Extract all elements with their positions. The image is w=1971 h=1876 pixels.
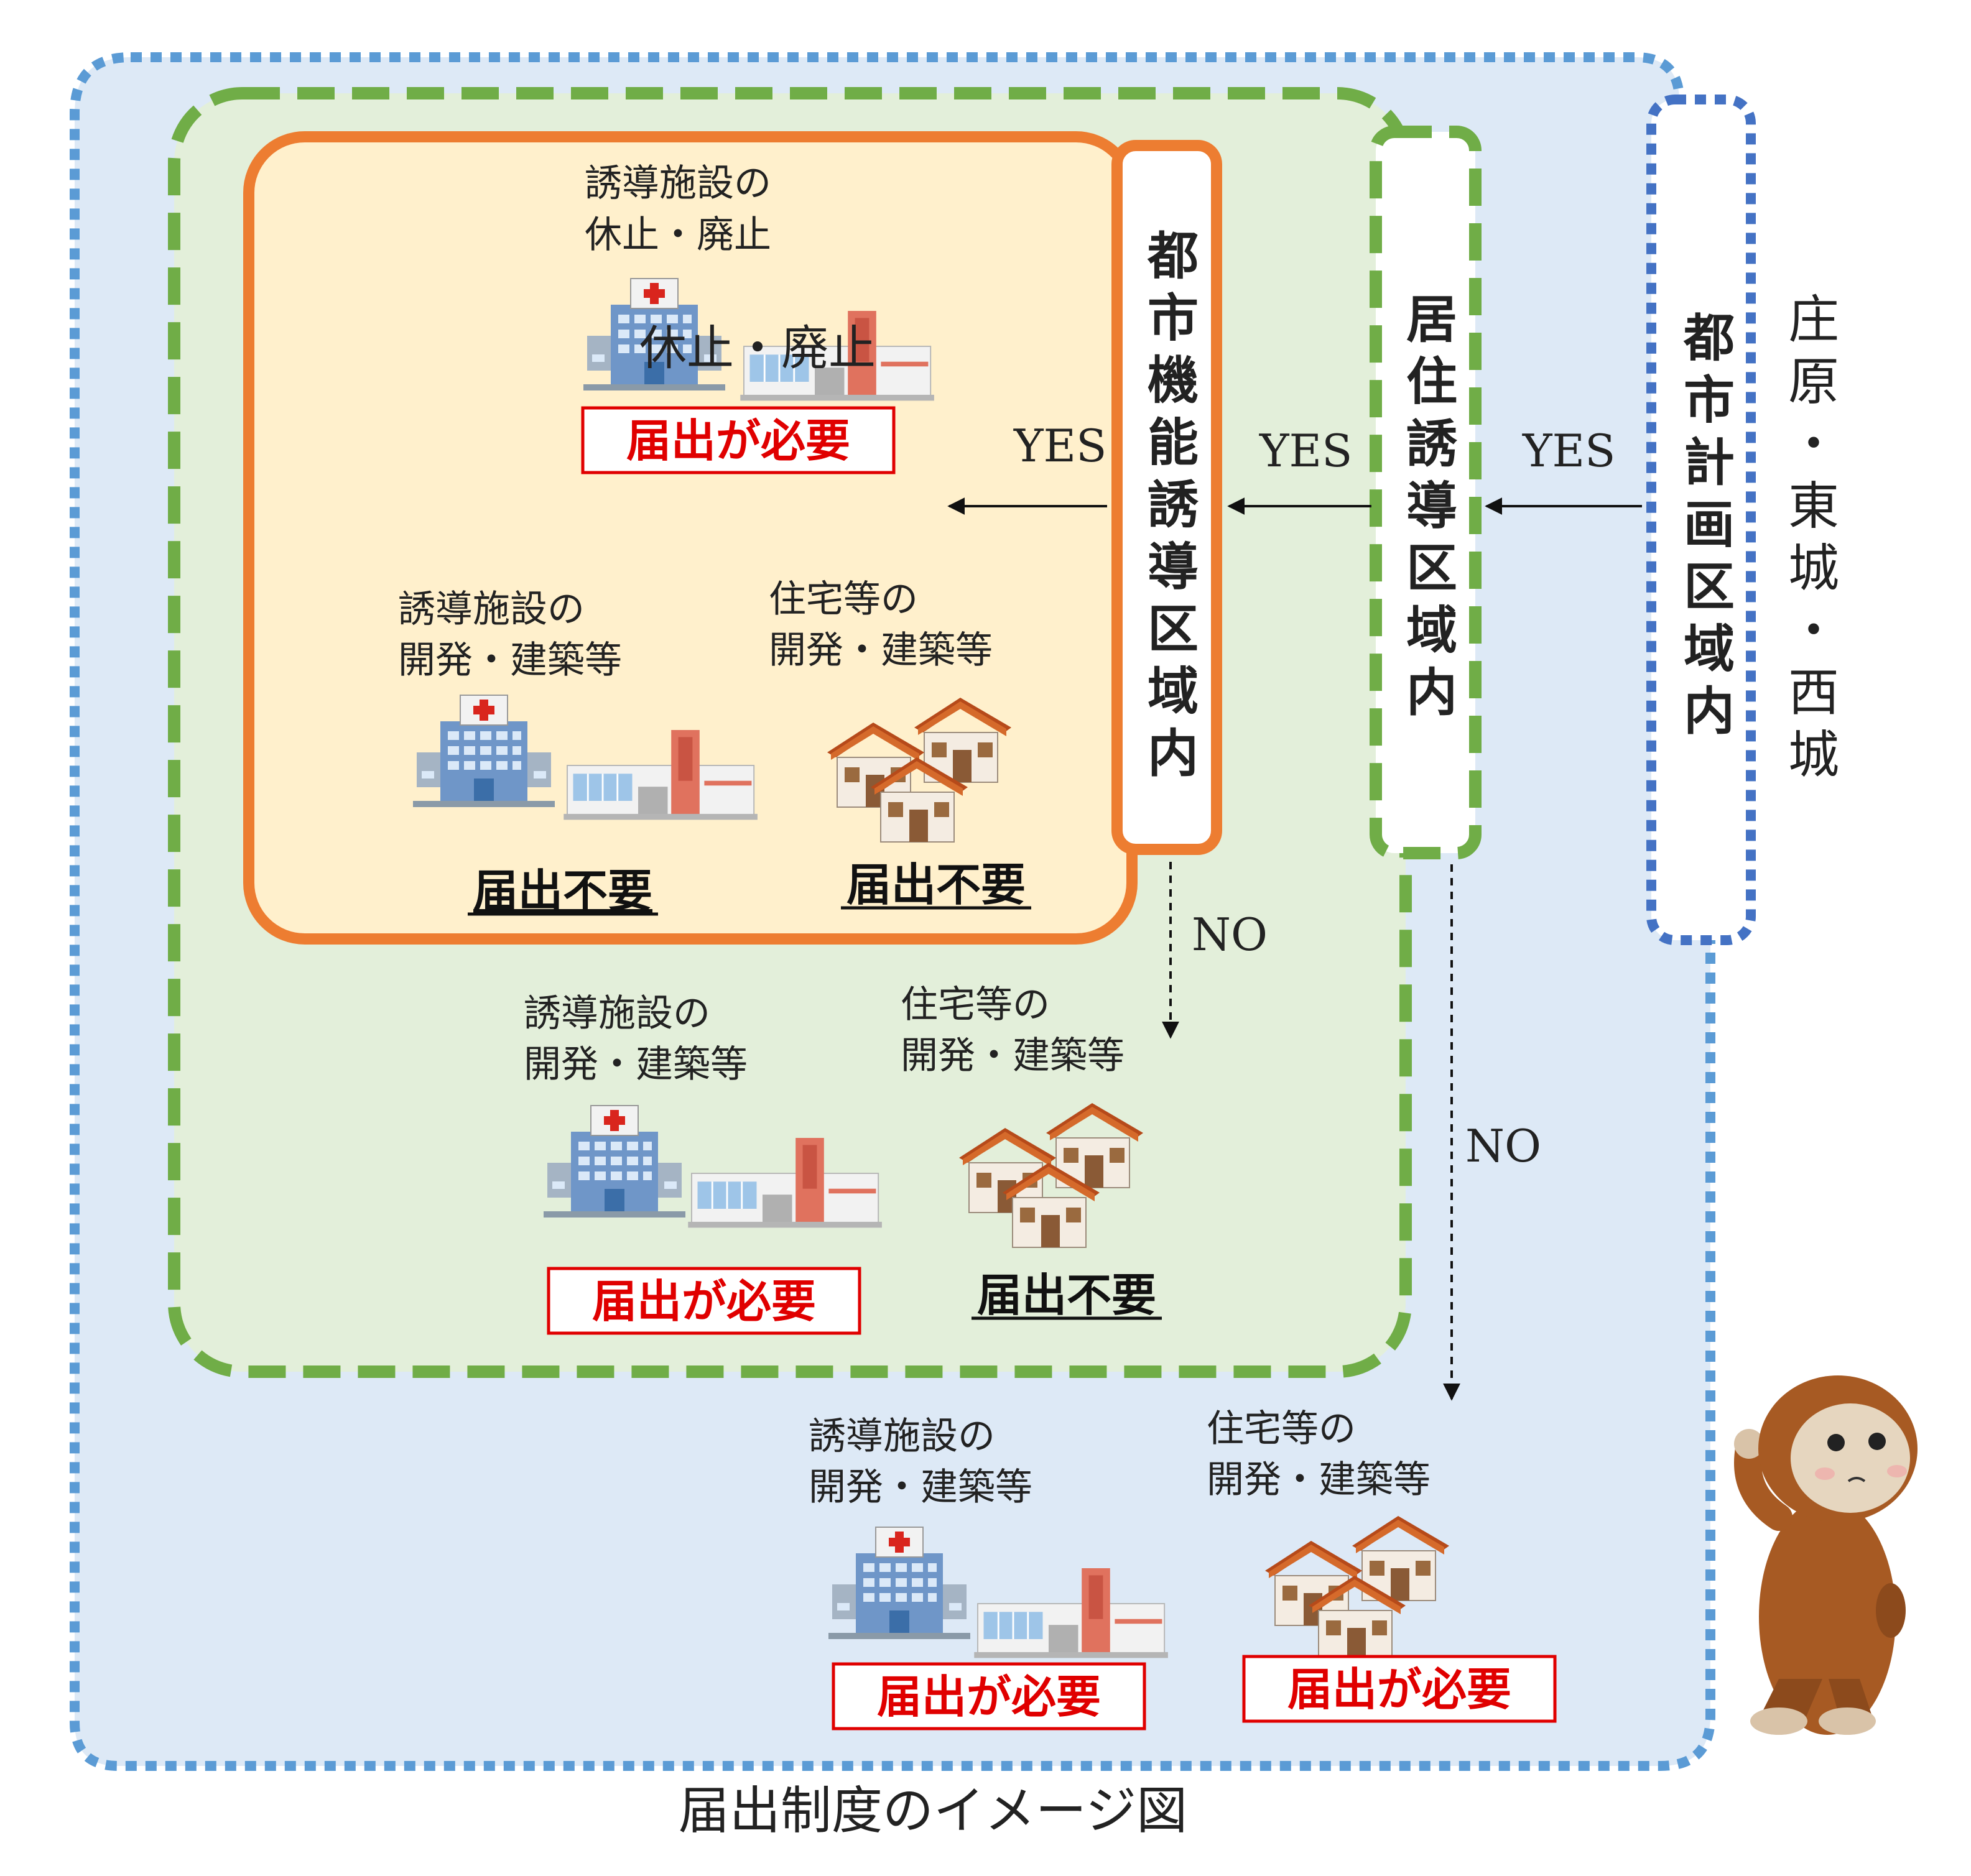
region-label-outer: 庄原・東城・西城 (1779, 292, 1839, 790)
diagram-title: 届出制度のイメージ図 (679, 1781, 1187, 1841)
closure-heading-2: 休止・廃止 (585, 213, 771, 257)
required-badge-closure-text: 届出が必要 (626, 415, 850, 467)
required-badge-rz-facility-text: 届出が必要 (592, 1275, 816, 1328)
svg-text:居住誘導区域内: 居住誘導区域内 (1398, 292, 1457, 728)
required-badge-oz-housing-text: 届出が必要 (1287, 1663, 1511, 1716)
svg-text:都市計画区域内: 都市計画区域内 (1675, 311, 1735, 746)
svg-text:庄原・東城・西城: 庄原・東城・西城 (1779, 292, 1839, 790)
region-label-city-planning: 都市計画区域内 (1675, 311, 1735, 746)
rz-housing-heading-2: 開発・建築等 (901, 1034, 1125, 1078)
rz-housing-heading-1: 住宅等の (901, 983, 1050, 1027)
mascot-monkey-icon (1734, 1375, 1918, 1735)
yes-label-city: YES (1522, 425, 1615, 477)
oz-facility-heading-2: 開発・建築等 (809, 1466, 1032, 1509)
ufz-housing-heading-1: 住宅等の (769, 578, 918, 621)
rz-facility-heading-1: 誘導施設の (524, 992, 710, 1035)
oz-housing-heading-1: 住宅等の (1207, 1407, 1356, 1451)
rz-housing-result: 届出不要 (977, 1269, 1156, 1321)
ufz-housing-heading-2: 開発・建築等 (769, 629, 993, 672)
yes-label-residential: YES (1259, 425, 1352, 477)
oz-facility-heading-1: 誘導施設の (809, 1415, 995, 1458)
closure-heading-1: 誘導施設の (585, 162, 771, 205)
yes-label-urban: YES (1013, 420, 1106, 472)
required-badge-oz-facility-text: 届出が必要 (877, 1671, 1101, 1723)
rz-facility-heading-2: 開発・建築等 (524, 1043, 748, 1086)
region-label-residential: 居住誘導区域内 (1398, 292, 1457, 728)
region-label-urban-function: 都市機能誘導区域内 (1139, 229, 1199, 788)
no-label-residential: NO (1465, 1120, 1541, 1172)
ufz-facility-heading-2: 開発・建築等 (398, 639, 622, 682)
ufz-facility-heading-1: 誘導施設の (398, 588, 585, 631)
ufz-facility-result: 届出不要 (473, 865, 652, 917)
svg-text:都市機能誘導区域内: 都市機能誘導区域内 (1139, 229, 1199, 788)
ufz-housing-result: 届出不要 (846, 859, 1026, 911)
oz-housing-heading-2: 開発・建築等 (1207, 1458, 1431, 1502)
closure-overlay: 休止・廃止 (639, 320, 876, 376)
no-label-urban: NO (1192, 908, 1268, 961)
